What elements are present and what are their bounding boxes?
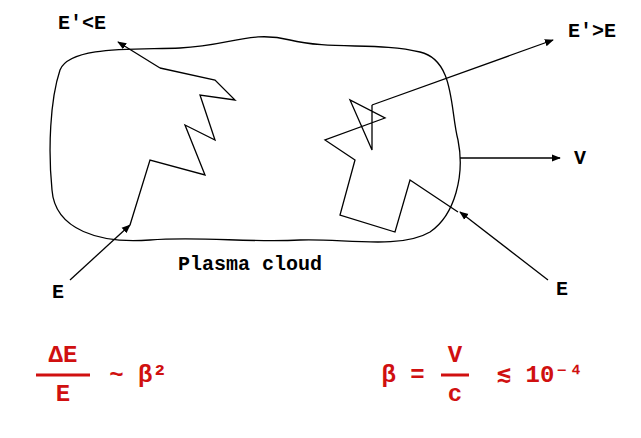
particle-path <box>325 100 458 232</box>
fraction-bar <box>36 374 90 377</box>
incoming-arrow <box>70 225 130 280</box>
energy-label: E'>E <box>568 22 616 42</box>
energy-label: E <box>52 283 64 303</box>
formula-part: β = <box>381 364 424 388</box>
formula-part: c <box>448 383 462 407</box>
plasma-cloud: Plasma cloud <box>40 20 470 290</box>
formula-part: ΔE <box>49 344 78 368</box>
formula-part: V <box>448 344 462 368</box>
energy-label: E'<E <box>58 14 106 34</box>
incoming-arrow <box>460 212 548 280</box>
fraction-bar <box>441 374 469 377</box>
formula-part: ≲ 10⁻⁴ <box>497 364 584 388</box>
velocity-label: V <box>574 149 586 169</box>
cloud-outline <box>50 37 460 242</box>
cloud-outline <box>40 20 470 290</box>
cloud-label: Plasma cloud <box>178 255 322 275</box>
particle-path <box>130 68 235 225</box>
energy-label: E <box>556 280 568 300</box>
outgoing-arrow <box>372 40 553 105</box>
formula-part: E <box>56 383 70 407</box>
velocity-arrow <box>460 157 560 158</box>
outgoing-arrow <box>118 42 160 68</box>
formula-part: ~ β² <box>109 364 167 388</box>
